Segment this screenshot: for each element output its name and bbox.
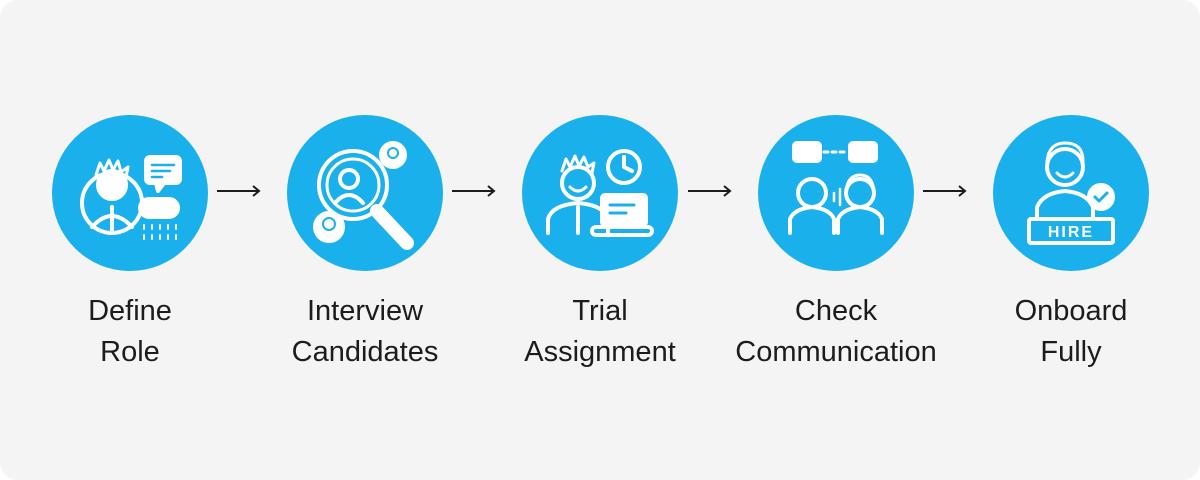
step-label-line1: Trial <box>572 295 628 327</box>
step-label-line2: Communication <box>735 336 937 368</box>
step-label-line2: Role <box>100 336 160 368</box>
step-circle <box>287 115 443 271</box>
person-with-laptop-and-clock-icon <box>546 149 654 237</box>
step-label: Onboard Fully <box>951 291 1191 373</box>
step-label-line1: Define <box>88 295 172 327</box>
step-circle: HIRE <box>993 115 1149 271</box>
step-label-line2: Fully <box>1040 336 1102 368</box>
step-circle <box>758 115 914 271</box>
step-label: Check Communication <box>716 291 956 373</box>
step-label-line2: Assignment <box>524 336 676 368</box>
arrow-right-icon <box>688 185 732 197</box>
arrow-right-icon <box>452 185 496 197</box>
step-check-communication: Check Communication <box>716 115 956 373</box>
two-people-talking-icon <box>788 141 884 235</box>
step-label-line2: Candidates <box>291 336 439 368</box>
step-trial-assignment: Trial Assignment <box>480 115 720 373</box>
arrow-right-icon <box>217 185 261 197</box>
person-with-speech-bubble-and-magnifier-icon <box>80 155 182 240</box>
arrow-right-icon <box>923 185 967 197</box>
step-onboard-fully: HIRE Onboard Fully <box>951 115 1191 373</box>
step-circle <box>522 115 678 271</box>
step-define-role: Define Role <box>10 115 250 373</box>
step-interview-candidates: Interview Candidates <box>245 115 485 373</box>
step-label-line1: Onboard <box>1014 295 1128 327</box>
step-label: Interview Candidates <box>245 291 485 373</box>
step-label: Trial Assignment <box>480 291 720 373</box>
step-label: Define Role <box>10 291 250 373</box>
magnifier-over-candidates-icon <box>313 141 414 250</box>
step-label-line1: Interview <box>306 295 424 327</box>
step-circle <box>52 115 208 271</box>
person-behind-hire-desk-icon: HIRE <box>1027 141 1115 245</box>
hire-sign: HIRE <box>1048 224 1094 241</box>
step-label-line1: Check <box>794 295 878 327</box>
